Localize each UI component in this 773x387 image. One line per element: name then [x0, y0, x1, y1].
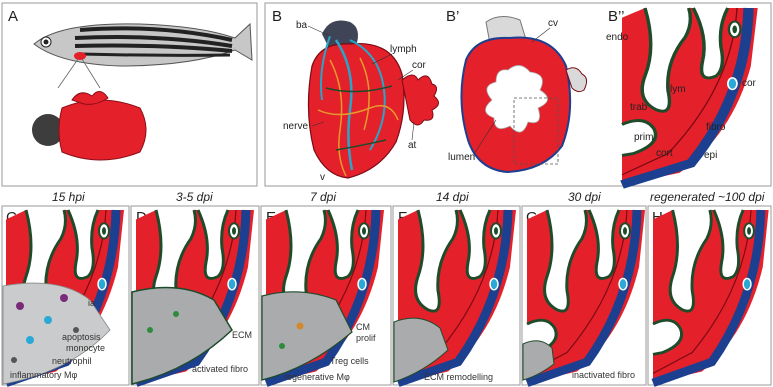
panel-h: H regenerated ~100 dpi: [648, 190, 771, 385]
label-ia: ia: [88, 298, 95, 308]
panel-h-time: regenerated ~100 dpi: [650, 190, 765, 204]
label-lym: lym: [670, 84, 686, 95]
label-nerve: nerve: [283, 121, 308, 132]
label-trab: trab: [630, 102, 648, 113]
panel-a: A: [2, 3, 257, 186]
panel-f: F 14 dpi ECM remodelling: [393, 190, 520, 385]
label-ecm: ECM: [232, 330, 252, 340]
label-lymph: lymph: [390, 44, 417, 55]
label-monocyte: monocyte: [66, 343, 105, 353]
panel-b-group: B ba lymph cor nerve v at B’: [265, 3, 771, 186]
label-cm: CM: [356, 322, 370, 332]
label-ba: ba: [296, 20, 308, 31]
label-inactivated-fibro: inactivated fibro: [572, 370, 635, 380]
panel-c-time: 15 hpi: [52, 190, 85, 204]
panel-g: G 30 dpi inactivated fibro: [522, 190, 646, 385]
bottom-panels: C 15 hpi ia apoptosis monocyte neutrophi…: [2, 190, 771, 385]
label-prim: prim: [634, 132, 653, 143]
panel-f-time: 14 dpi: [436, 190, 469, 204]
label-ecm-remodelling: ECM remodelling: [424, 372, 493, 382]
panel-c: C 15 hpi ia apoptosis monocyte neutrophi…: [2, 190, 129, 385]
panel-e-time: 7 dpi: [310, 190, 336, 204]
panel-a-letter: A: [8, 8, 18, 25]
panel-d: D 3-5 dpi ECM activated fibro: [131, 190, 259, 385]
label-cort: cort: [656, 148, 673, 159]
label-regenerative-macrophage: regenerative Mφ: [284, 372, 350, 382]
panel-g-time: 30 dpi: [568, 190, 601, 204]
label-at: at: [408, 140, 417, 151]
label-cv: cv: [548, 18, 558, 29]
label-activated-fibro: activated fibro: [192, 364, 248, 374]
label-apoptosis: apoptosis: [62, 332, 101, 342]
label-neutrophil: neutrophil: [52, 356, 92, 366]
label-v: v: [320, 172, 325, 183]
label-endo: endo: [606, 32, 629, 43]
panel-d-time: 3-5 dpi: [176, 190, 213, 204]
label-cor: cor: [412, 60, 427, 71]
label-treg-cells: Treg cells: [330, 356, 369, 366]
label-prolif: prolif: [356, 333, 376, 343]
label-b2-cor: cor: [742, 78, 757, 89]
panel-e: E 7 dpi CM prolif Treg cells regenerativ…: [261, 190, 391, 385]
panel-b2-letter: B’’: [608, 8, 624, 25]
label-inflammatory-macrophage: inflammatory Mφ: [10, 370, 78, 380]
label-fibro: fibro: [706, 122, 726, 133]
label-lumen: lumen: [448, 152, 475, 163]
label-epi: epi: [704, 150, 717, 161]
panel-b1-letter: B’: [446, 8, 459, 25]
panel-b-letter: B: [272, 8, 282, 25]
